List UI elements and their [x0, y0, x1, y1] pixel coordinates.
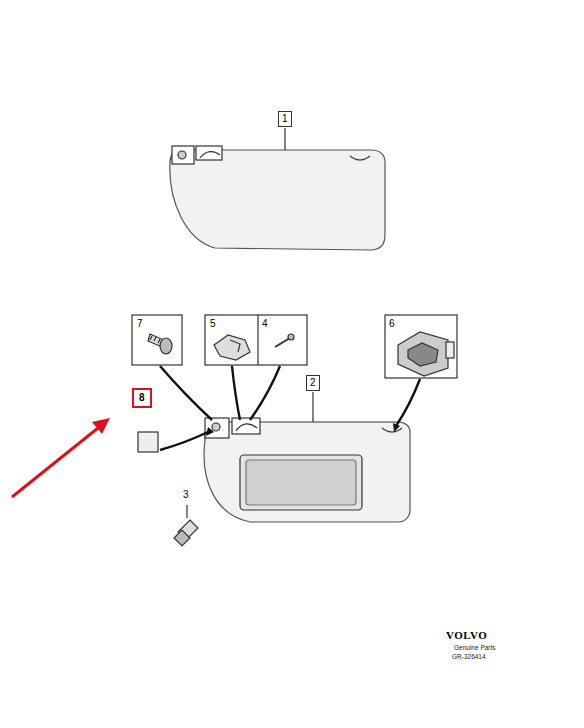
- callout-number: 5: [210, 319, 216, 329]
- callout-number: 1: [278, 111, 292, 127]
- callout-number: 7: [137, 319, 143, 329]
- callout-number: 8: [132, 388, 152, 408]
- callout-number: 2: [306, 375, 320, 391]
- callout-number: 4: [262, 319, 268, 329]
- callout-number: 3: [183, 490, 189, 500]
- brand-logo: VOLVO: [446, 630, 487, 641]
- drawing-number: GR-326414: [452, 654, 486, 661]
- callout-number: 6: [389, 319, 395, 329]
- brand-tagline: Genuine Parts: [454, 645, 496, 652]
